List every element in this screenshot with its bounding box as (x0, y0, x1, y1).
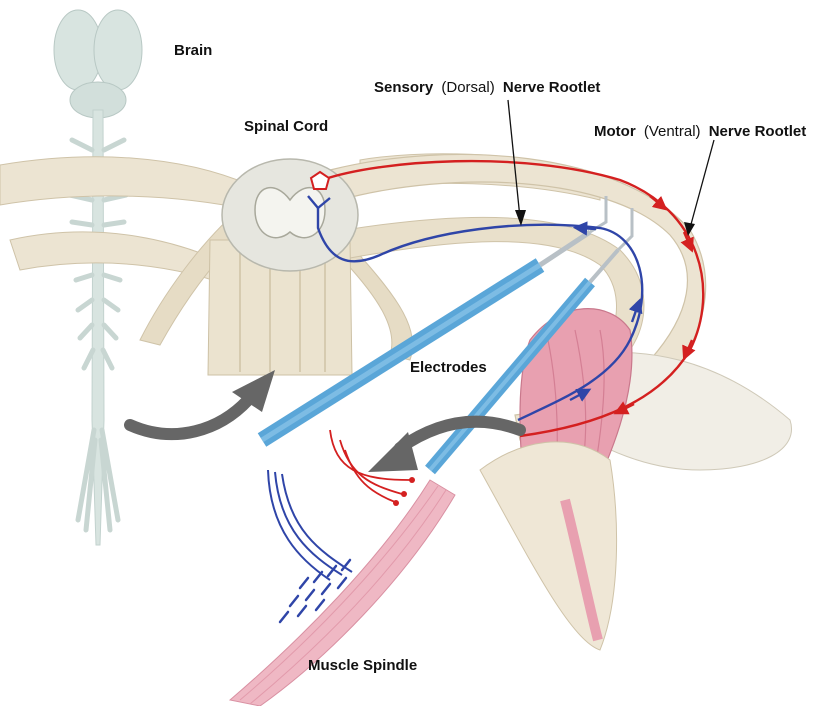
label-electrodes: Electrodes (410, 359, 487, 376)
label-brain: Brain (174, 42, 212, 59)
flow-arrows (130, 370, 520, 472)
label-sensory-rootlet: Sensory (Dorsal) Nerve Rootlet (374, 79, 600, 96)
curved-arrow-icon (130, 400, 248, 434)
label-motor-rootlet: Motor (Ventral) Nerve Rootlet (594, 123, 806, 140)
label-muscle-spindle: Muscle Spindle (308, 657, 417, 674)
brain-illustration (54, 10, 142, 118)
label-spinal-cord: Spinal Cord (244, 118, 328, 135)
